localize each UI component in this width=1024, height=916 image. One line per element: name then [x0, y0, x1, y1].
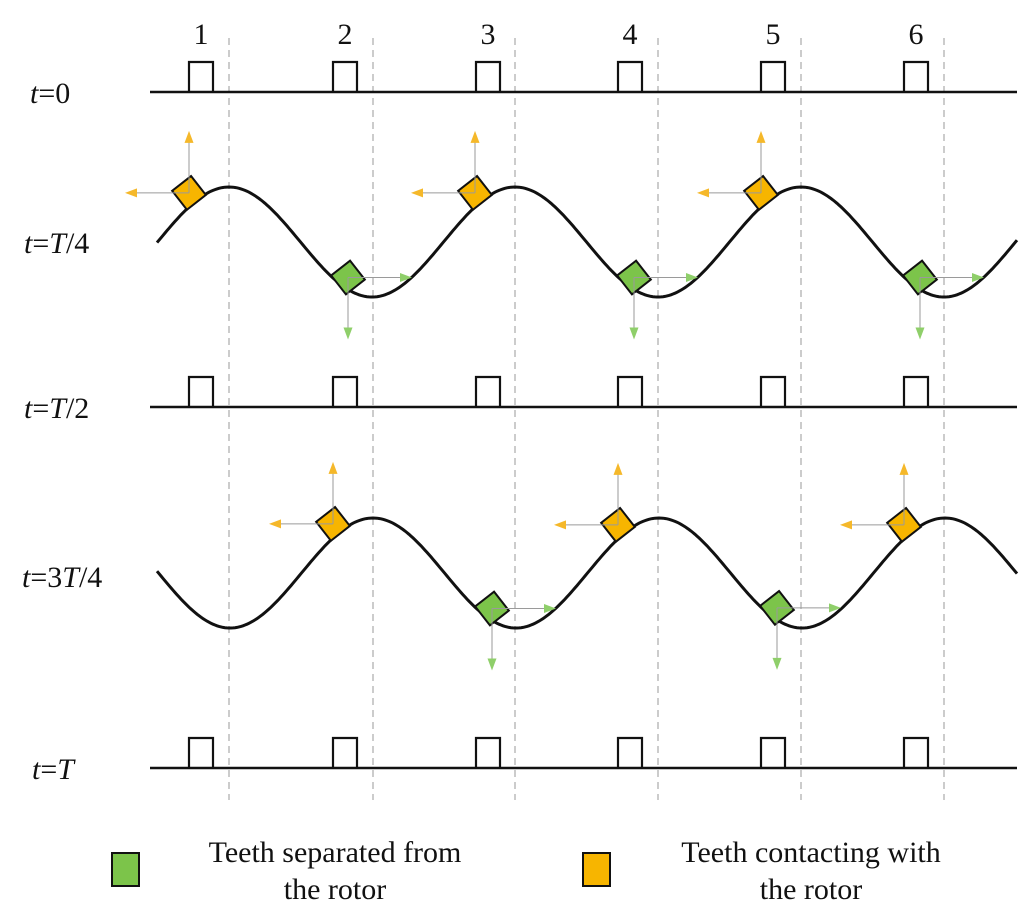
tooth-number: 3 [481, 18, 496, 51]
row-labels: t=0t=T/4t=T/2t=3T/4t=T [22, 77, 102, 786]
arrow-head [343, 327, 353, 340]
stator-tooth [902, 60, 930, 92]
wave-row-three-quarter [155, 461, 1019, 671]
tooth-number: 5 [766, 18, 781, 51]
row-label: t=0 [30, 77, 70, 110]
tooth-number: 4 [623, 18, 638, 51]
stator-tooth [187, 736, 215, 768]
arrow-head [686, 273, 698, 283]
stator-tooth [187, 375, 215, 407]
stator-tooth [474, 736, 502, 768]
legend-label-line2: the rotor [760, 873, 862, 906]
arrow-head [756, 130, 766, 143]
row-label-part: T [62, 561, 81, 594]
arrow-head [899, 462, 909, 475]
stator-tooth [616, 375, 644, 407]
row-label-part: 0 [55, 77, 70, 110]
flat-row [150, 736, 1017, 770]
tooth-numbers: 1 2 3 4 5 6 [194, 18, 924, 51]
row-label-part: T [57, 753, 76, 786]
row-label: t=3T/4 [22, 561, 102, 594]
legend-label-line1: Teeth contacting with [681, 836, 940, 869]
arrow-head [411, 188, 423, 198]
row-label-part: t [22, 561, 31, 594]
stator-tooth [759, 375, 787, 407]
legend-label-line2: the rotor [284, 873, 386, 906]
stator-tooth [331, 736, 359, 768]
wave-curve [155, 516, 1019, 630]
arrow-head [470, 130, 480, 143]
row-label-part: t [24, 227, 33, 260]
row-label-part: T [49, 392, 68, 425]
arrow-head [829, 603, 841, 613]
legend-swatch-contacting [582, 852, 611, 887]
row-label-part: t [32, 753, 41, 786]
arrow-head [613, 462, 623, 475]
arrow-head [125, 188, 137, 198]
stator-tooth [331, 375, 359, 407]
row-label: t=T/4 [24, 227, 89, 260]
row-label: t=T [32, 753, 76, 786]
flat-row [150, 60, 1017, 94]
arrow-head [328, 461, 338, 474]
stator-tooth [902, 375, 930, 407]
row-label-part: = [30, 561, 47, 594]
stator-tooth [616, 736, 644, 768]
flat-row [150, 375, 1017, 409]
row-label-part: /4 [66, 227, 89, 260]
legend-swatch-separated [111, 852, 140, 887]
wave-row-quarter [125, 130, 1019, 340]
row-label-part: /4 [79, 561, 102, 594]
rows [125, 60, 1019, 770]
stator-tooth [759, 736, 787, 768]
arrow-head [972, 273, 984, 283]
legend-label-line1: Teeth separated from [209, 836, 462, 869]
stator-tooth [187, 60, 215, 92]
tooth-number: 1 [194, 18, 209, 51]
tooth-number: 6 [909, 18, 924, 51]
arrow-head [544, 604, 556, 614]
stator-tooth [474, 60, 502, 92]
stator-tooth [902, 736, 930, 768]
row-label-part: = [40, 753, 57, 786]
tooth-number: 2 [338, 18, 353, 51]
legend: Teeth separated from the rotor Teeth conta… [111, 836, 941, 906]
row-label: t=T/2 [24, 392, 89, 425]
row-label-part: t [24, 392, 33, 425]
row-label-part: t [30, 77, 39, 110]
arrow-head [554, 520, 566, 530]
arrow-head [840, 520, 852, 530]
dashed-guide-lines [228, 38, 945, 800]
row-label-part: = [38, 77, 55, 110]
row-label-part: = [32, 227, 49, 260]
arrow-head [269, 519, 281, 529]
wave-curve [155, 185, 1019, 299]
arrow-head [487, 658, 497, 671]
stator-tooth [759, 60, 787, 92]
row-label-part: 3 [47, 561, 62, 594]
row-label-part: T [49, 227, 68, 260]
stator-tooth [616, 60, 644, 92]
arrow-head [772, 657, 782, 670]
arrow-head [400, 273, 412, 283]
arrow-head [184, 130, 194, 143]
arrow-head [915, 327, 925, 340]
stator-tooth [474, 375, 502, 407]
row-label-part: /2 [66, 392, 89, 425]
arrow-head [629, 327, 639, 340]
arrow-head [697, 188, 709, 198]
row-label-part: = [32, 392, 49, 425]
stator-tooth [331, 60, 359, 92]
